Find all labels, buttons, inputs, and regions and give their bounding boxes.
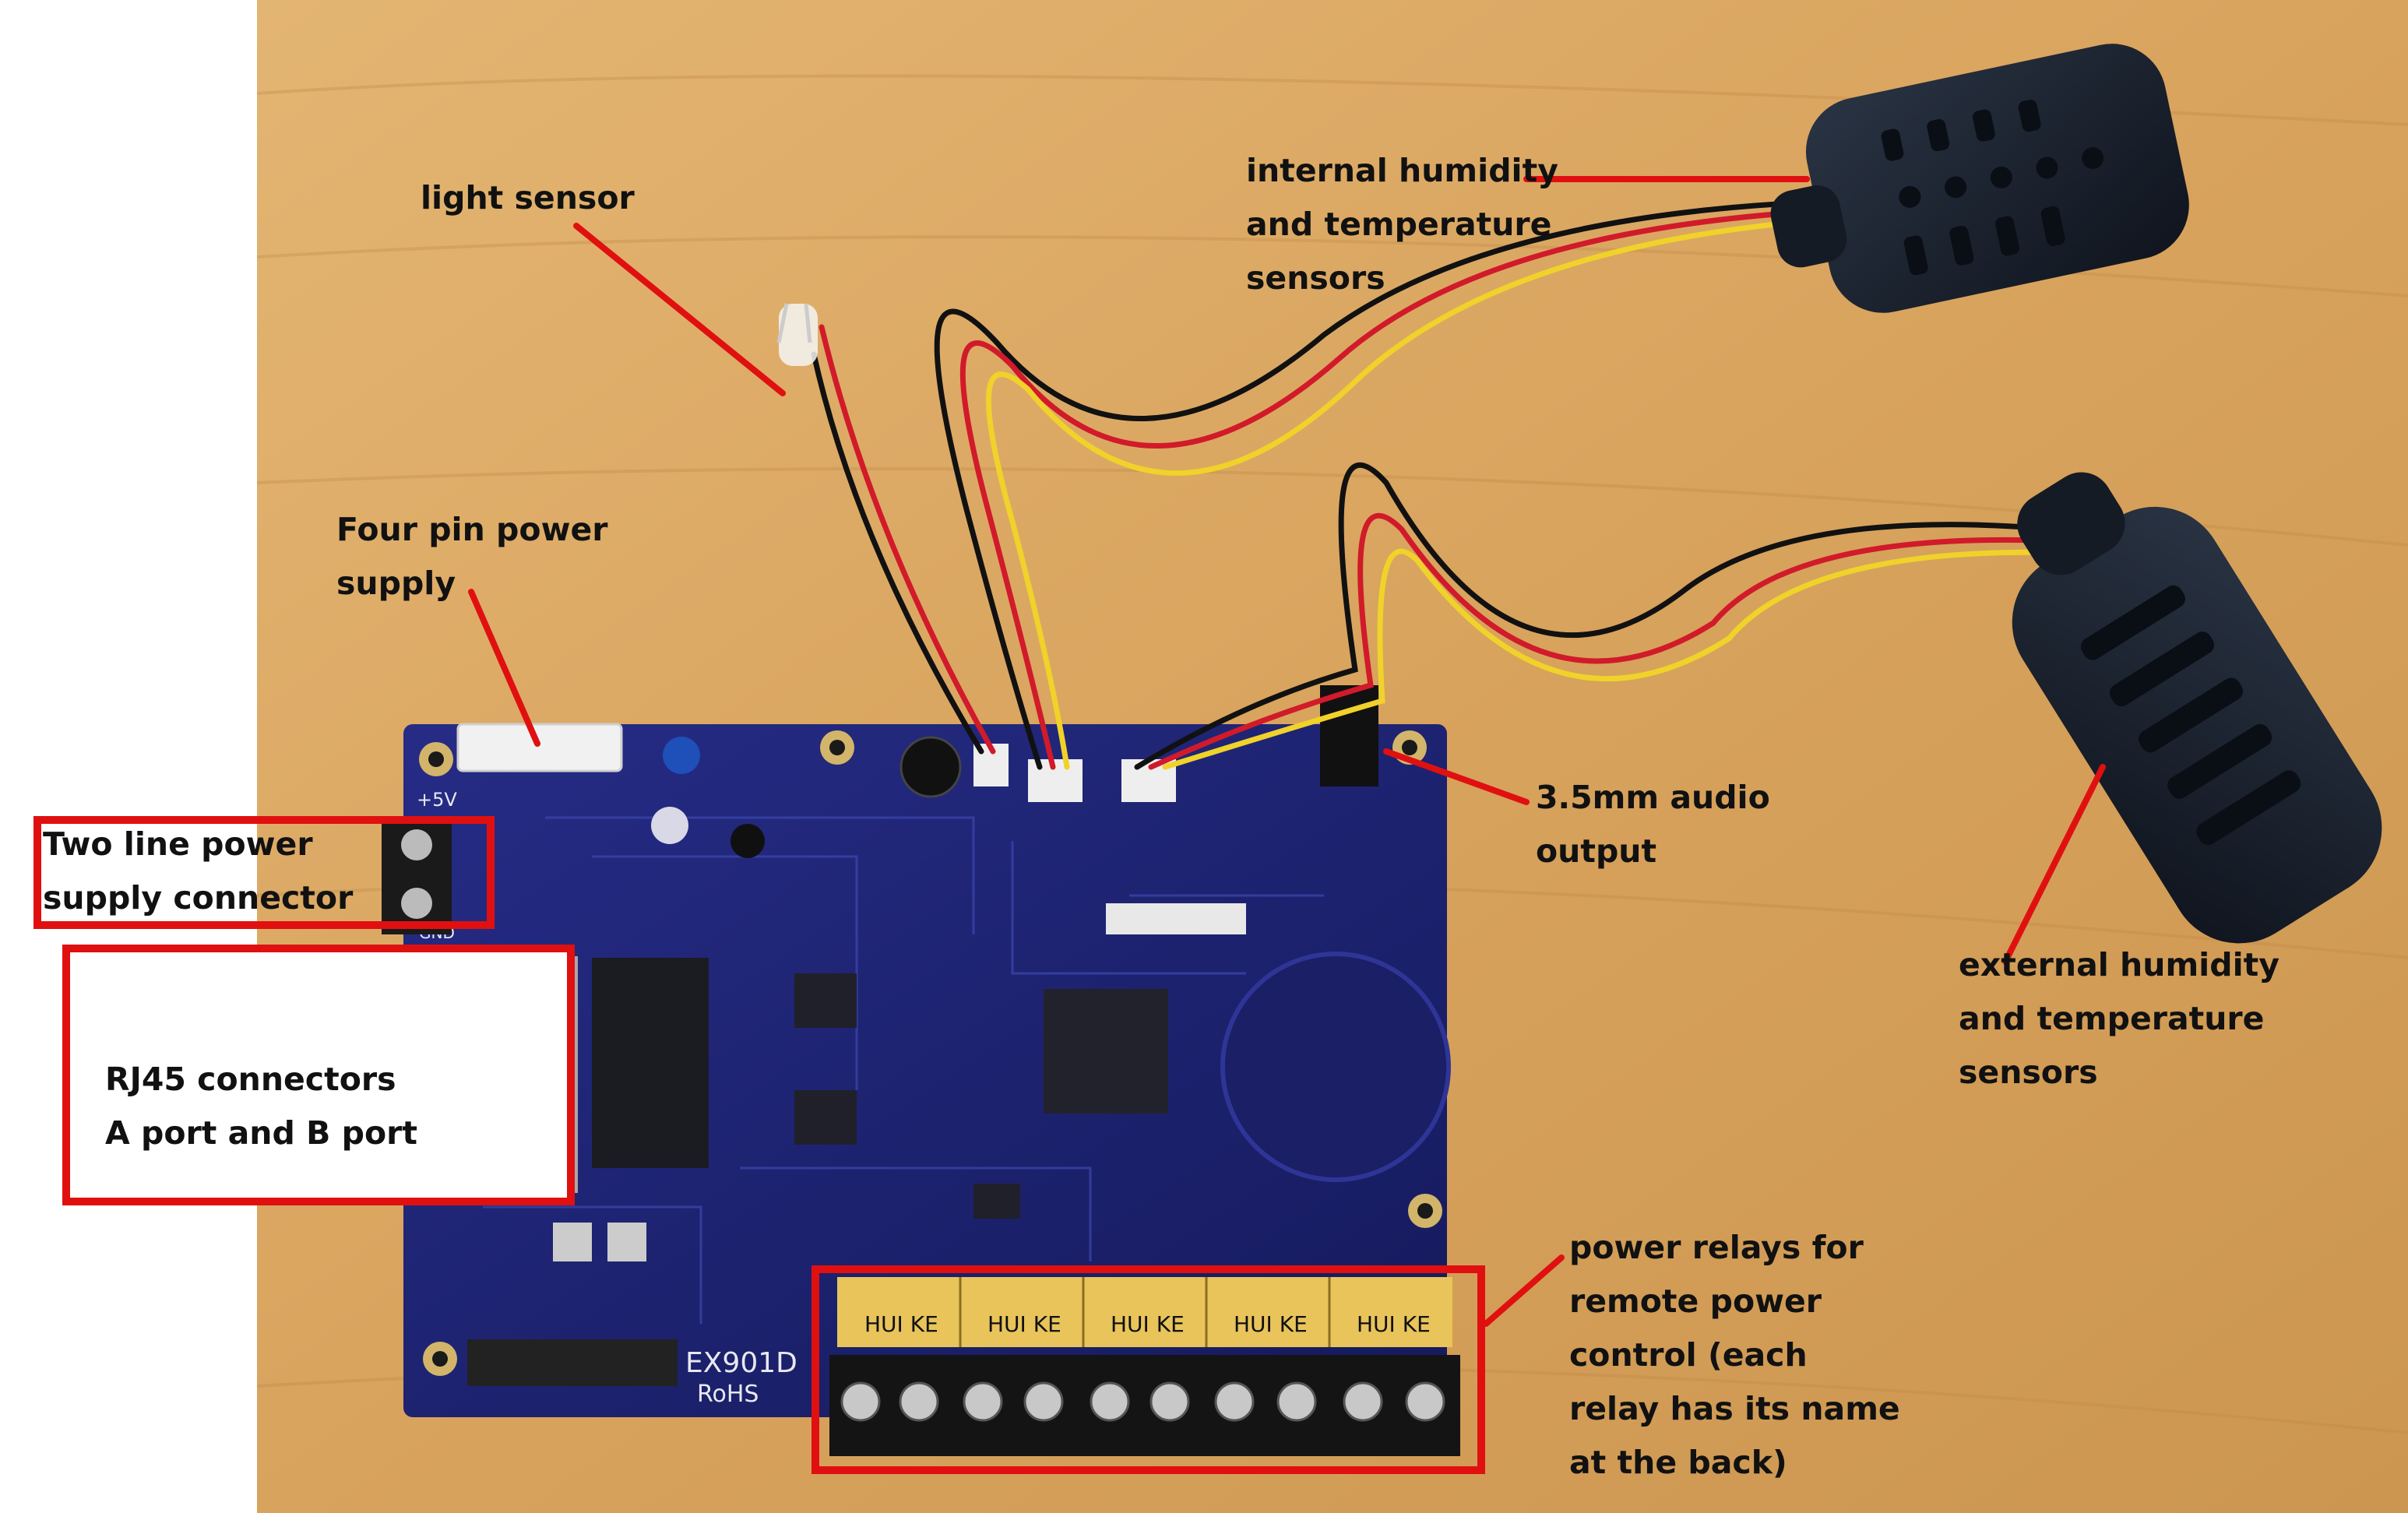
- annotation-pointers: [468, 176, 2106, 1327]
- pcb-board: EX901D RoHS +5V GND: [403, 724, 1451, 1417]
- silk-5v-text: +5V: [417, 789, 457, 811]
- audio-output-label: 3.5mm audio output: [1536, 779, 1770, 870]
- four-pin-power-pointer: [468, 589, 540, 747]
- two-line-power-label: Two line power supply connector: [43, 825, 354, 917]
- external-sensors-label: external humidity and temperature sensor…: [1959, 946, 2280, 1091]
- rj45-box: [62, 945, 575, 1205]
- annotation-boxes: [33, 816, 1485, 1474]
- relay-1-marking: HUI KE: [864, 1311, 938, 1337]
- four-pin-power-connector: [456, 723, 623, 772]
- light-sensor-led: [776, 303, 818, 366]
- rj45-label: RJ45 connectors A port and B port: [105, 1061, 417, 1152]
- light-sensor-label: light sensor: [421, 179, 635, 216]
- internal-sensors-label: internal humidity and temperature sensor…: [1246, 152, 1558, 297]
- four-pin-power-label: Four pin power supply: [336, 511, 608, 602]
- power-relays-pointer: [1483, 1254, 1565, 1327]
- rj45-label-box: [66, 948, 569, 1199]
- relay-bank: HUI KE HUI KE HUI KE HUI KE HUI KE: [829, 1277, 1460, 1456]
- board-rohs-text: RoHS: [697, 1381, 759, 1408]
- board-model-text: EX901D: [685, 1347, 797, 1379]
- audio-output-pointer: [1383, 748, 1530, 805]
- power-relays-label: power relays for remote power control (e…: [1569, 1229, 1900, 1481]
- sensor-wires: [811, 199, 2075, 770]
- two-line-terminal-block: [382, 818, 452, 934]
- relay-2-marking: HUI KE: [987, 1311, 1061, 1337]
- power-relays-box: [811, 1265, 1485, 1474]
- relay-3-marking: HUI KE: [1111, 1311, 1185, 1337]
- external-sensor-housing: [2012, 472, 2382, 944]
- external-sensor-pointer: [2002, 764, 2106, 965]
- internal-sensor-housing: [1770, 44, 2189, 313]
- two-line-power-box: [33, 816, 495, 929]
- light-sensor-pointer: [573, 223, 786, 396]
- relay-5-marking: HUI KE: [1357, 1311, 1431, 1337]
- relay-4-marking: HUI KE: [1234, 1311, 1308, 1337]
